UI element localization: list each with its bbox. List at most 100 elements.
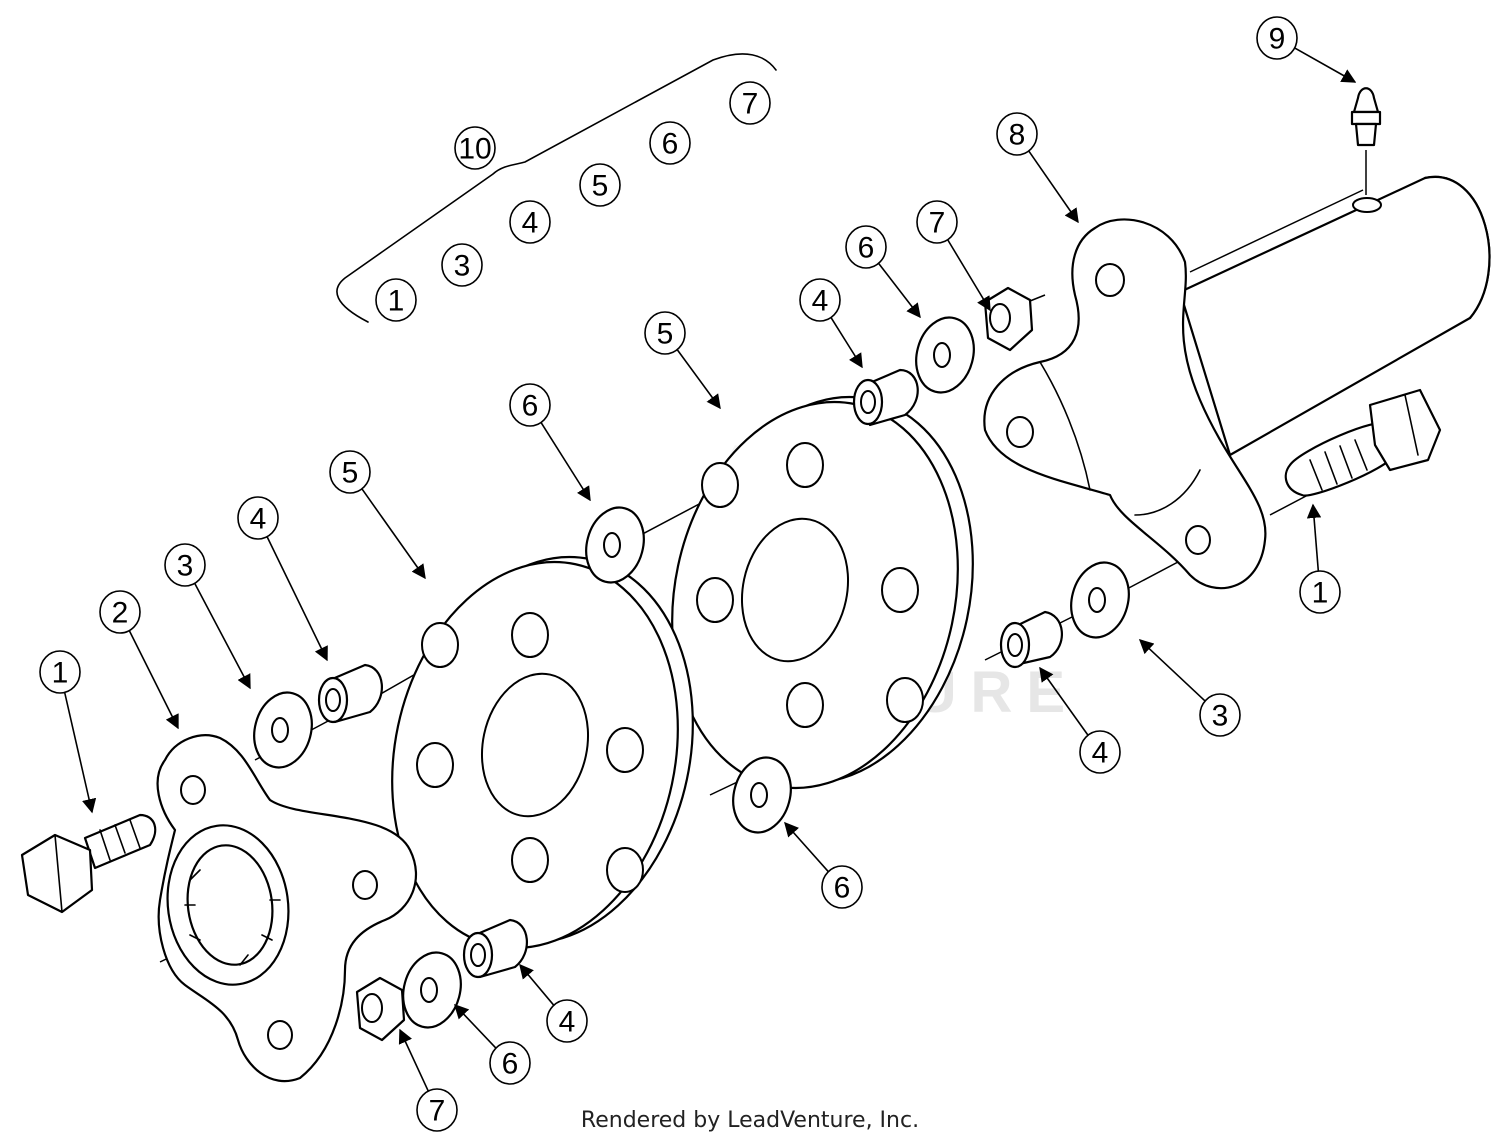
callout-number: 6	[522, 390, 539, 423]
leader-arrow	[63, 691, 97, 814]
flex-disc-rear	[671, 395, 974, 790]
callout-number: 4	[1092, 737, 1109, 770]
callout-balloon	[644, 311, 686, 355]
leader-arrow	[1138, 639, 1206, 702]
callout-c-5a: 5	[579, 163, 621, 207]
callout-balloon	[1256, 16, 1298, 60]
callout-balloon	[509, 383, 551, 427]
leader-arrow	[519, 963, 555, 1007]
callout-number: 4	[812, 285, 829, 318]
leader-arrow	[266, 535, 328, 662]
grease-fitting	[1350, 87, 1382, 147]
callout-balloon	[489, 1041, 531, 1085]
callout-balloon	[996, 112, 1038, 156]
callout-c-1c: 1	[1299, 503, 1341, 614]
splined-hub	[156, 734, 418, 1083]
callout-balloon	[99, 590, 141, 634]
callout-number: 7	[429, 1095, 446, 1128]
callout-balloon	[546, 999, 588, 1043]
callout-balloon	[821, 865, 863, 909]
leader-arrow	[877, 262, 921, 319]
washer-upper-right	[915, 316, 975, 394]
callout-number: 5	[592, 170, 609, 203]
kit-bracket	[336, 53, 777, 323]
callout-number: 5	[342, 457, 359, 490]
spacer-lower-left	[462, 918, 529, 979]
leader-arrow	[1294, 47, 1357, 83]
callout-c-7b: 7	[916, 200, 991, 312]
callout-number: 6	[858, 232, 875, 265]
callout-balloon	[579, 163, 621, 207]
callout-number: 8	[1009, 119, 1026, 152]
yoke-tube	[1178, 175, 1491, 457]
callout-balloon	[916, 200, 958, 244]
bolt-right	[1284, 388, 1442, 497]
callout-balloon	[1299, 570, 1341, 614]
callout-c-6e: 6	[454, 1003, 531, 1085]
callout-balloon	[416, 1088, 458, 1132]
callout-number: 3	[177, 550, 194, 583]
callout-number: 1	[1312, 577, 1329, 610]
callout-c-9: 9	[1256, 16, 1357, 83]
yoke-flange	[983, 218, 1267, 590]
callout-c-6d: 6	[784, 821, 863, 909]
callout-balloon	[441, 243, 483, 287]
callout-balloon	[329, 450, 371, 494]
callout-number: 9	[1269, 23, 1286, 56]
washer-middle-upper	[585, 506, 645, 584]
callout-balloon	[1199, 693, 1241, 737]
callout-c-1b: 1	[39, 650, 97, 814]
callout-c-10: 10	[454, 126, 496, 170]
washer-right	[1070, 561, 1130, 639]
flex-disc-front	[391, 555, 694, 950]
callout-balloon	[649, 121, 691, 165]
callout-c-6a: 6	[649, 121, 691, 165]
callout-c-7c: 7	[398, 1028, 458, 1132]
callout-number: 10	[458, 133, 491, 166]
callout-number: 7	[742, 88, 759, 121]
callout-c-7a: 7	[729, 81, 771, 125]
callout-c-2: 2	[99, 590, 179, 730]
callout-number: 1	[388, 285, 405, 318]
leader-arrow	[128, 629, 179, 730]
leader-arrow	[1039, 666, 1090, 737]
callout-number: 6	[662, 128, 679, 161]
callout-c-3c: 3	[1138, 639, 1241, 737]
leader-arrow	[829, 316, 863, 369]
callout-number: 3	[1212, 700, 1229, 733]
callout-balloon	[799, 278, 841, 322]
nut-upper-right	[983, 286, 1034, 352]
callout-balloon	[729, 81, 771, 125]
leader-arrow	[1027, 149, 1079, 224]
callout-number: 5	[657, 318, 674, 351]
callout-c-4a: 4	[509, 200, 551, 244]
leader-arrow	[454, 1003, 497, 1050]
callout-number: 6	[834, 872, 851, 905]
callout-number: 2	[112, 597, 129, 630]
callout-c-5b: 5	[644, 311, 721, 410]
spacer-upper-right	[852, 368, 919, 427]
spacer-left	[317, 663, 384, 724]
leader-arrow	[1306, 503, 1322, 573]
callout-balloon	[39, 650, 81, 694]
callout-c-4b: 4	[799, 278, 863, 369]
washer-middle-lower	[732, 756, 792, 834]
spacer-lower-right	[999, 610, 1064, 669]
callout-balloon	[509, 200, 551, 244]
callout-balloon	[164, 543, 206, 587]
callout-c-3b: 3	[164, 543, 251, 690]
callout-c-6b: 6	[845, 225, 921, 319]
leader-arrow	[193, 582, 251, 690]
callout-number: 1	[52, 657, 69, 690]
footer-credit: Rendered by LeadVenture, Inc.	[580, 1108, 920, 1133]
washer-lower-left	[402, 951, 462, 1029]
callout-c-4c: 4	[237, 496, 328, 662]
callout-c-4d: 4	[1039, 666, 1121, 774]
leader-arrow	[676, 348, 721, 410]
leader-arrow	[540, 421, 591, 502]
callout-balloon	[454, 126, 496, 170]
callout-number: 7	[929, 207, 946, 240]
callout-c-6c: 6	[509, 383, 591, 502]
